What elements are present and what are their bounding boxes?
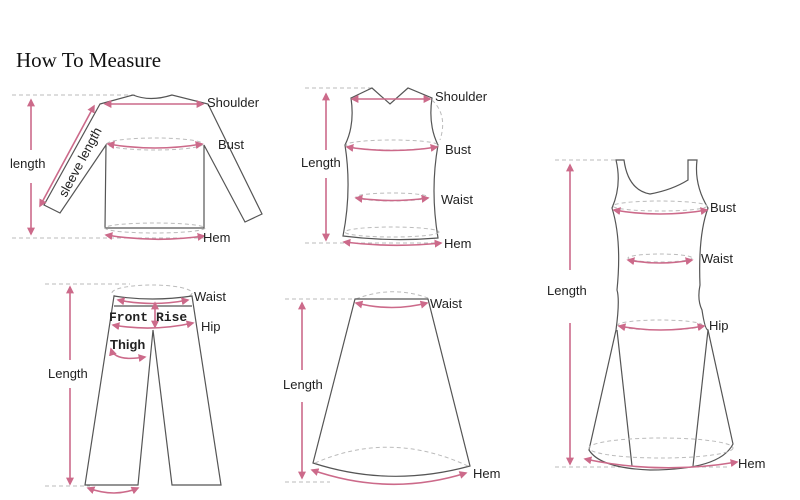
dress-hip-label: Hip xyxy=(709,318,729,333)
pants-hip-label: Hip xyxy=(201,319,221,334)
dress-waist-label: Waist xyxy=(701,251,733,266)
vest-hem-label: Hem xyxy=(444,236,471,251)
pants-thigh-label: Thigh xyxy=(110,337,145,352)
pants-rise-label: Rise xyxy=(156,310,187,325)
dress-diagram: Bust Waist Hip Hem Length xyxy=(547,159,765,471)
dress-length-label: Length xyxy=(547,283,587,298)
top-diagram: Shoulder Bust Hem length sleeve length xyxy=(10,94,263,245)
pants-waist-label: Waist xyxy=(194,289,226,304)
vest-length-label: Length xyxy=(301,155,341,170)
skirt-diagram: Waist Hem Length xyxy=(283,291,500,486)
vest-diagram: Shoulder Bust Waist Hem Length xyxy=(301,87,488,251)
top-length-label: length xyxy=(10,156,45,171)
top-bust-label: Bust xyxy=(218,137,244,152)
pants-diagram: Waist Hip Front Rise Thigh Length xyxy=(45,283,226,495)
skirt-waist-label: Waist xyxy=(430,296,462,311)
vest-bust-label: Bust xyxy=(445,142,471,157)
top-sleeve-label: sleeve length xyxy=(55,125,104,200)
skirt-hem-label: Hem xyxy=(473,466,500,481)
vest-waist-label: Waist xyxy=(441,192,473,207)
vest-shoulder-label: Shoulder xyxy=(435,89,488,104)
top-hem-label: Hem xyxy=(203,230,230,245)
page-title: How To Measure xyxy=(16,48,162,72)
dress-bust-label: Bust xyxy=(710,200,736,215)
top-shoulder-label: Shoulder xyxy=(207,95,260,110)
pants-length-label: Length xyxy=(48,366,88,381)
pants-front-label: Front xyxy=(109,310,148,325)
dress-hem-label: Hem xyxy=(738,456,765,471)
skirt-length-label: Length xyxy=(283,377,323,392)
